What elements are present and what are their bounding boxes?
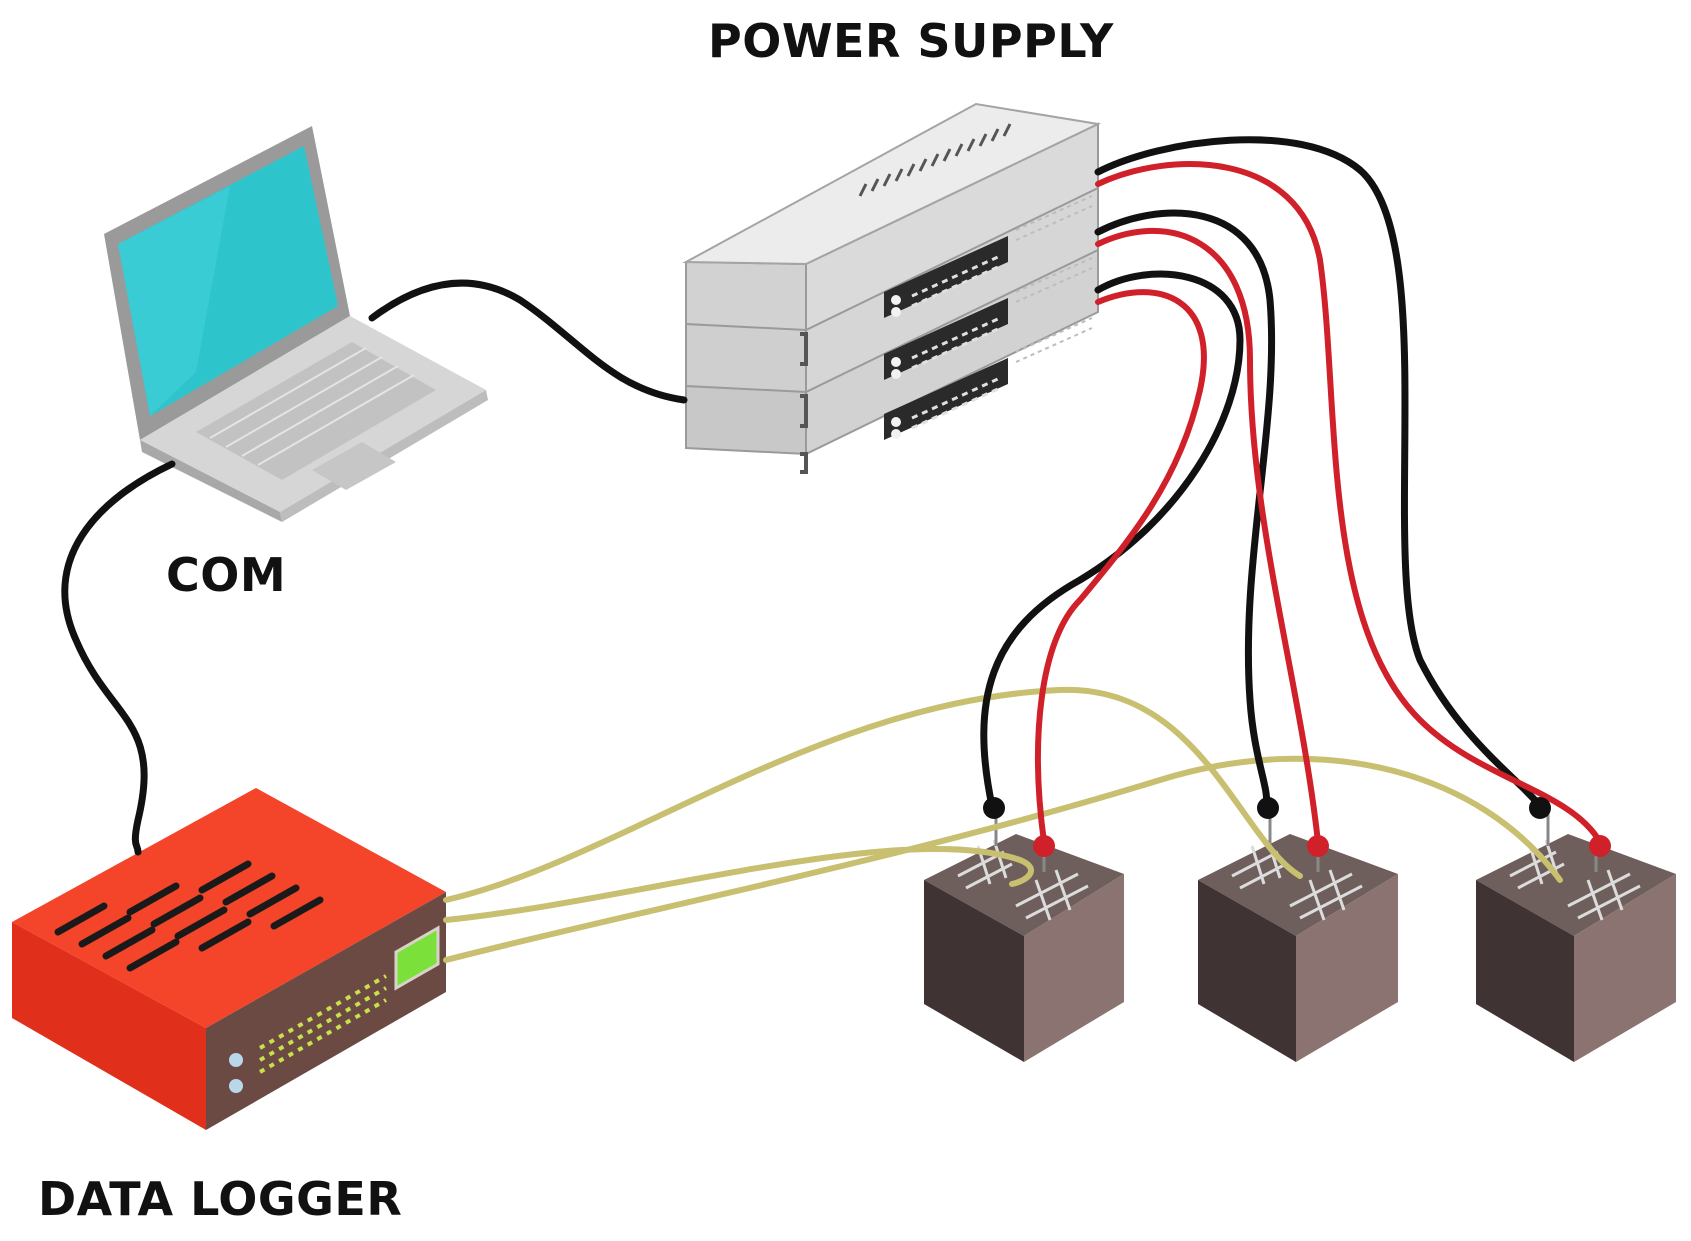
terminal-clips	[983, 797, 1611, 857]
power-supply-label: POWER SUPPLY	[708, 14, 1114, 68]
concrete-specimen-icon	[924, 810, 1676, 1062]
com-label: COM	[166, 548, 287, 602]
power-cables-red	[1035, 161, 1603, 845]
laptop-icon	[104, 126, 488, 522]
data-logger-icon	[12, 788, 446, 1130]
sensor-cables	[443, 686, 1563, 963]
power-supply-rack-icon	[682, 102, 1102, 474]
power-cables-black	[980, 136, 1544, 810]
com-cable	[61, 279, 688, 856]
psu-control-panel	[884, 236, 1008, 440]
logger-front-panel	[229, 925, 440, 1093]
data-logger-label: DATA LOGGER	[38, 1172, 403, 1226]
